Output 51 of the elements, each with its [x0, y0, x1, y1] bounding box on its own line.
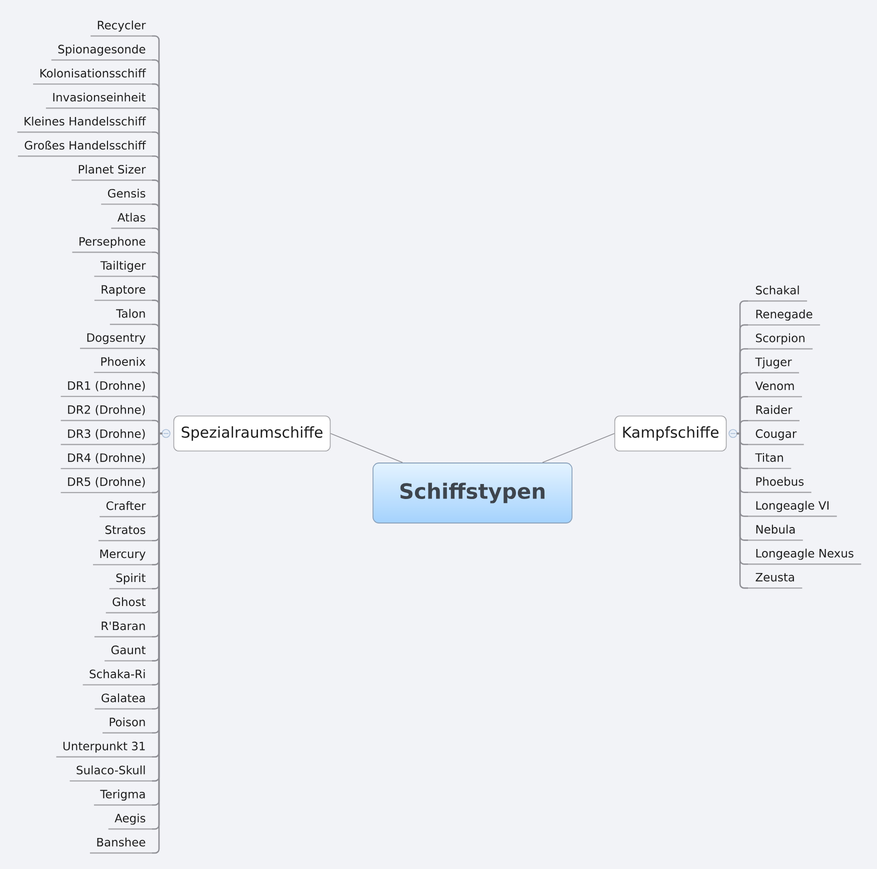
subtopic-item: Crafter — [100, 501, 152, 518]
subtopic-item: DR1 (Drohne) — [60, 381, 152, 398]
subtopic-item: Poison — [102, 717, 152, 734]
central-topic: Schiffstypen — [372, 462, 572, 524]
subtopic-item: DR5 (Drohne) — [60, 477, 152, 494]
subtopic-item: Phoebus — [748, 476, 812, 493]
subtopic-item: Aegis — [108, 814, 152, 830]
subtopic-item: Talon — [110, 308, 152, 325]
subtopic-item: Titan — [748, 453, 792, 470]
subtopic-item: Scorpion — [748, 333, 813, 350]
subtopic-item: Venom — [748, 382, 802, 398]
subtopic-item: Gensis — [101, 188, 152, 205]
subtopic-item: Persephone — [72, 236, 152, 253]
subtopic-item: Raider — [748, 405, 800, 422]
subtopic-item: Renegade — [748, 309, 820, 326]
subtopic-item: Banshee — [90, 838, 152, 854]
subtopic-item: Tailtiger — [94, 260, 152, 277]
subtopic-item: Kleines Handelsschiff — [17, 116, 152, 133]
subtopic-item: Atlas — [111, 212, 152, 229]
subtopic-item: Stratos — [98, 525, 152, 542]
subtopic-item: Nebula — [748, 524, 803, 541]
subtopic-item: Kolonisationsschiff — [33, 68, 152, 85]
subtopic-item: Longeagle Nexus — [748, 548, 862, 565]
subtopic-item: Zeusta — [748, 572, 802, 589]
subtopic-item: DR3 (Drohne) — [60, 429, 152, 446]
subtopic-item: Galatea — [94, 693, 152, 710]
subtopic-item: Spirit — [109, 573, 152, 590]
subtopic-item: Mercury — [92, 550, 152, 566]
subtopic-item: Dogsentry — [80, 333, 152, 349]
subtopic-item: Planet Sizer — [72, 164, 152, 181]
subtopic-item: Invasionseinheit — [46, 92, 152, 109]
subtopic-item: Schaka-Ri — [82, 669, 152, 686]
subtopic-item: DR2 (Drohne) — [60, 405, 152, 422]
subtopic-item: Recycler — [90, 20, 152, 37]
subtopic-item: Großes Handelsschiff — [18, 140, 152, 157]
subtopic-item: Longeagle VI — [748, 500, 837, 517]
subtopic-item: Unterpunkt 31 — [56, 741, 152, 758]
subtopic-item: Schakal — [748, 286, 808, 302]
subtopic-item: Sulaco-Skull — [70, 766, 152, 782]
subtopic-item: Cougar — [748, 429, 804, 446]
subtopic-item: Terigma — [94, 790, 152, 806]
topic-box: Spezialraumschiffe — [173, 416, 331, 452]
subtopic-item: Phoenix — [94, 356, 152, 374]
subtopic-item: Gaunt — [104, 646, 152, 662]
subtopic-item: Raptore — [94, 285, 152, 301]
subtopic-item: Ghost — [106, 597, 152, 614]
subtopic-item: Spionagesonde — [51, 44, 152, 61]
subtopic-item: Tjuger — [748, 357, 800, 374]
subtopic-item: R'Baran — [94, 622, 152, 638]
subtopic-item: DR4 (Drohne) — [60, 453, 152, 470]
topic-box: Kampfschiffe — [614, 416, 727, 452]
